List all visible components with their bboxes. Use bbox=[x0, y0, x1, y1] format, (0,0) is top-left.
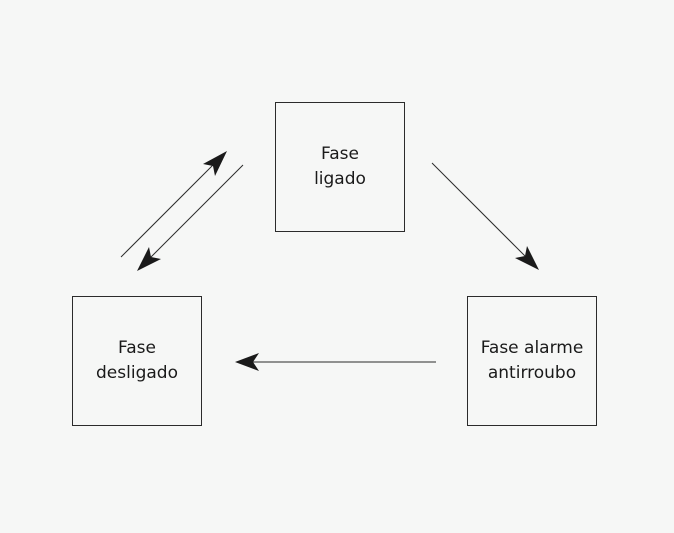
arrowhead-alarme-to-desligado bbox=[235, 353, 259, 371]
state-fase-desligado-line1: Fase bbox=[118, 338, 156, 358]
state-fase-desligado-line2: desligado bbox=[96, 363, 178, 383]
arrowhead-ligado-to-desligado bbox=[137, 247, 161, 271]
state-fase-alarme-antirroubo: Fase alarme antirroubo bbox=[467, 296, 597, 426]
arrow-ligado-to-alarme bbox=[431, 162, 529, 260]
arrowhead-desligado-to-ligado bbox=[203, 151, 227, 176]
arrow-ligado-to-desligado bbox=[147, 164, 244, 261]
state-fase-alarme-line1: Fase alarme bbox=[480, 338, 584, 358]
state-fase-desligado: Fase desligado bbox=[72, 296, 202, 426]
state-fase-ligado-line2: ligado bbox=[314, 169, 366, 189]
state-fase-ligado: Fase ligado bbox=[275, 102, 405, 232]
state-fase-alarme-line2: antirroubo bbox=[487, 363, 577, 383]
arrow-desligado-to-ligado bbox=[120, 161, 217, 258]
arrowhead-ligado-to-alarme bbox=[515, 246, 539, 270]
state-fase-ligado-line1: Fase bbox=[321, 144, 359, 164]
